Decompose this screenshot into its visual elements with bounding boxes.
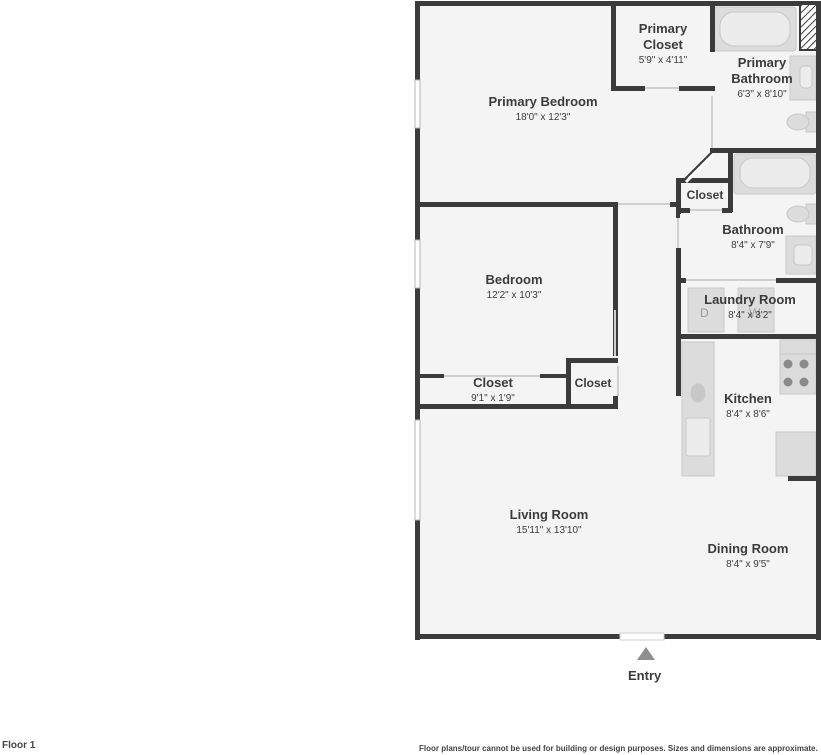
dryer-label: D bbox=[700, 306, 709, 320]
door-openings bbox=[444, 87, 776, 396]
bathroom-name: Bathroom bbox=[722, 222, 783, 237]
bedroom-name: Bedroom bbox=[485, 272, 542, 287]
window-living-room bbox=[414, 419, 421, 521]
fixtures bbox=[681, 6, 818, 477]
living-room-dims: 15'11" x 13'10" bbox=[516, 525, 582, 536]
washer-label: W bbox=[749, 306, 761, 320]
primary-bedroom-dims: 18'0" x 12'3" bbox=[516, 112, 571, 123]
bathroom-toilet bbox=[786, 203, 818, 225]
bedroom-closet-dims: 9'1" x 1'9" bbox=[471, 393, 515, 404]
primary-closet-name-2: Closet bbox=[643, 37, 683, 52]
exterior-wall-top bbox=[415, 1, 821, 6]
entry-door bbox=[619, 632, 665, 641]
exterior-wall-left bbox=[415, 1, 420, 640]
bedroom-closet-name: Closet bbox=[473, 375, 513, 390]
washer bbox=[737, 287, 775, 333]
entry-arrow-icon bbox=[637, 647, 655, 660]
primary-bathroom-name-2: Bathroom bbox=[731, 71, 792, 86]
primary-toilet bbox=[786, 111, 818, 133]
dining-room-name: Dining Room bbox=[708, 541, 789, 556]
floor-label: Floor 1 bbox=[2, 740, 36, 751]
walls bbox=[415, 1, 821, 640]
kitchen-name: Kitchen bbox=[724, 391, 772, 406]
primary-bedroom-name: Primary Bedroom bbox=[488, 94, 597, 109]
dining-room-dims: 8'4" x 9'5" bbox=[726, 559, 770, 570]
exterior-wall-bottom bbox=[415, 634, 821, 639]
kitchen-dims: 8'4" x 8'6" bbox=[726, 409, 770, 420]
kitchen-right-counter bbox=[779, 339, 817, 355]
dryer bbox=[687, 287, 725, 333]
refrigerator bbox=[775, 431, 817, 477]
living-room-name: Living Room bbox=[510, 507, 589, 522]
window-primary-bedroom bbox=[414, 79, 421, 129]
bathroom-dims: 8'4" x 7'9" bbox=[731, 240, 775, 251]
exterior-wall-right bbox=[816, 1, 821, 640]
window-bedroom bbox=[414, 239, 421, 289]
primary-closet-name-1: Primary bbox=[639, 21, 688, 36]
laundry-room-dims: 8'4" x 3'2" bbox=[728, 310, 772, 321]
closet-door-diagonal bbox=[683, 151, 713, 181]
primary-bathroom-dims: 6'3" x 8'10" bbox=[737, 89, 787, 100]
stove bbox=[779, 353, 817, 395]
windows bbox=[414, 3, 818, 521]
laundry-room-name: Laundry Room bbox=[704, 292, 796, 307]
disclaimer-text: Floor plans/tour cannot be used for buil… bbox=[419, 744, 818, 753]
primary-bath-vent bbox=[799, 3, 818, 51]
entry-label: Entry bbox=[628, 668, 662, 683]
primary-closet-dims: 5'9" x 4'11" bbox=[639, 55, 688, 66]
bedroom-dims: 12'2" x 10'3" bbox=[487, 290, 542, 301]
primary-bathroom-name-1: Primary bbox=[738, 55, 787, 70]
hall-closet-name: Closet bbox=[687, 188, 724, 202]
small-closet-name: Closet bbox=[575, 376, 612, 390]
